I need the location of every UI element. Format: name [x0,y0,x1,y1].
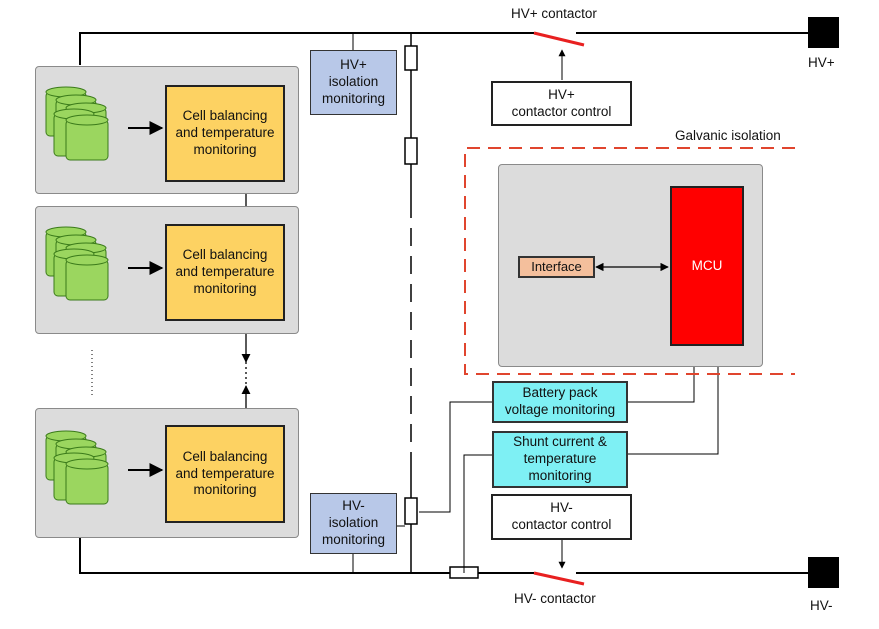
hv-plus-contactor-switch [533,31,585,47]
galvanic-isolation-label: Galvanic isolation [675,128,781,143]
hv-minus-contactor-control: HV- contactor control [491,494,632,540]
shunt-current-temperature-monitoring: Shunt current & temperature monitoring [492,431,628,488]
hv-minus-terminal [808,557,839,588]
battery-pack-voltage-monitoring: Battery pack voltage monitoring [492,381,628,423]
hv-plus-terminal-label: HV+ [808,55,835,70]
cell-balancing-block-1: Cell balancing and temperature monitorin… [165,85,285,182]
cell-balancing-block-3: Cell balancing and temperature monitorin… [165,425,285,523]
hv-minus-bus [79,538,808,574]
hv-plus-bus [79,32,808,65]
hv-plus-contactor-control: HV+ contactor control [491,81,632,126]
hv-minus-terminal-label: HV- [810,598,833,613]
mcu-block: MCU [670,186,744,346]
hv-plus-contactor-label: HV+ contactor [511,6,597,21]
isolation-resistor-ladder [404,33,418,573]
hv-minus-isolation-monitor: HV- isolation monitoring [310,493,397,554]
interface-block: Interface [518,256,595,278]
hv-plus-isolation-monitor: HV+ isolation monitoring [310,50,397,115]
hv-plus-terminal [808,17,839,48]
cell-balancing-block-2: Cell balancing and temperature monitorin… [165,224,285,321]
hv-minus-contactor-label: HV- contactor [514,591,596,606]
hv-minus-contactor-switch [533,571,585,586]
galvanic-isolation-boundary [464,147,795,375]
